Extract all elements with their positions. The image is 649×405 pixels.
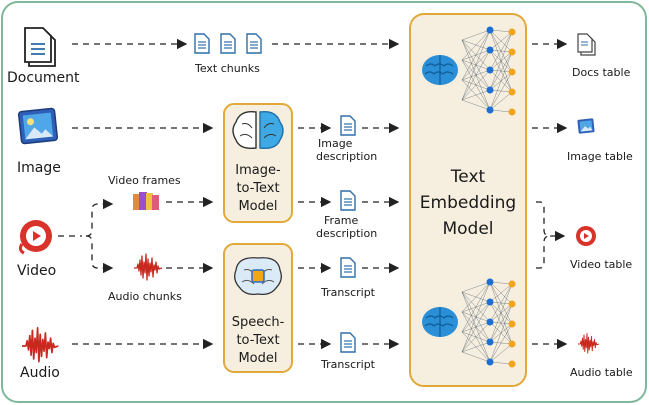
audio-chunks-label: Audio chunks [108,290,182,303]
image-table-label: Image table [567,150,633,163]
arrow-frame-to-video-table [536,201,566,242]
video-icon [18,220,52,255]
speech-brain-icon [234,257,282,296]
text-chunks-icon [194,33,262,54]
docs-table-label: Docs table [572,66,631,79]
image-label: Image [17,160,61,176]
arrow-transcript-to-video-table [536,235,551,269]
image-to-text-line3: Model [238,199,277,214]
frame-description-line2: description [316,227,377,240]
audio-label: Audio [20,365,60,381]
frame-description-line1: Frame [324,214,359,227]
speech-to-text-line3: Model [238,351,277,366]
video-table-label: Video table [570,258,632,271]
text-embedding-model-box [409,13,527,387]
embedding-title-line1: Text [450,167,486,187]
arrow-video-to-frames [85,198,114,237]
image-description-line2: description [316,150,377,163]
arrow-video-to-audio-chunks [85,235,114,274]
transcript-video-icon [340,257,356,278]
text-chunks-label: Text chunks [194,62,260,75]
top-neural-net-icon [421,26,516,116]
transcript-video-label: Transcript [320,286,376,299]
speech-to-text-line1: Speech- [232,315,285,330]
embedding-title-line2: Embedding [420,193,516,213]
video-frames-label: Video frames [108,174,181,187]
frame-description-icon [340,190,356,211]
image-to-text-line2: to-Text [236,181,279,196]
embedding-title-line3: Model [442,219,493,239]
docs-table-icon [577,33,596,56]
brain-icon [232,111,284,150]
image-icon [17,107,59,145]
transcript-audio-label: Transcript [320,358,376,371]
video-label: Video [17,263,56,279]
video-frames-icon [133,192,159,210]
transcript-audio-icon [340,332,356,353]
document-label: Document [7,70,80,86]
video-table-icon [576,226,596,246]
bottom-neural-net-icon [421,278,516,368]
image-description-line1: Image [318,137,353,150]
audio-table-label: Audio table [570,366,633,379]
image-to-text-line1: Image- [235,163,281,178]
speech-to-text-line2: to-Text [236,333,279,348]
document-icon [24,27,56,67]
image-description-icon [340,115,356,136]
image-table-icon [577,118,595,134]
